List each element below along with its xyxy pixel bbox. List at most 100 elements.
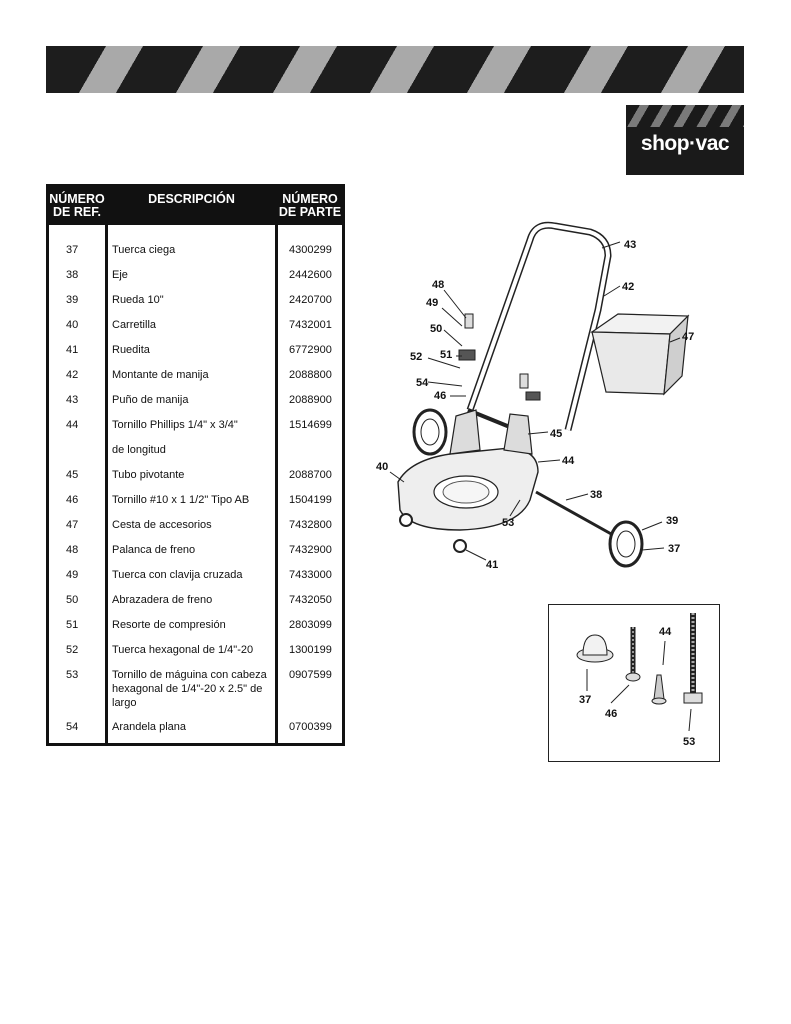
part-number-cell: 2088800 xyxy=(289,369,332,381)
part-number-cell: 1300199 xyxy=(289,644,332,656)
basket-side xyxy=(663,314,689,396)
callout-46: 46 xyxy=(434,390,446,402)
header-description: DESCRIPCIÓN xyxy=(108,187,275,225)
column-divider xyxy=(275,187,278,743)
part-ref-cell: 52 xyxy=(66,644,79,656)
right-wheel-hub xyxy=(616,530,636,558)
inset-leader-lines xyxy=(586,640,692,732)
callout-52: 52 xyxy=(410,351,422,363)
description-cell: Cesta de accesorios xyxy=(112,519,212,531)
part-ref-cell: 47 xyxy=(66,519,79,531)
part-ref-cell: 43 xyxy=(66,394,79,406)
right-wheel xyxy=(608,520,644,568)
bolt-53-head xyxy=(683,692,703,704)
caster-left xyxy=(399,513,413,527)
callout-54: 54 xyxy=(416,377,429,389)
callout-42: 42 xyxy=(622,281,634,293)
part-ref-cell: 50 xyxy=(66,594,79,606)
parts-table: NÚMERO DE REF. DESCRIPCIÓN NÚMERO DE PAR… xyxy=(46,184,345,746)
description-cell: Tornillo de máguina con cabeza hexagonal… xyxy=(112,669,267,709)
part-number-cell: 7432050 xyxy=(289,594,332,606)
description-cell: Eje xyxy=(112,269,128,281)
axle xyxy=(535,490,623,542)
description-cell: Tuerca con clavija cruzada xyxy=(112,569,243,581)
callout-40: 40 xyxy=(376,461,388,473)
description-cell: Puño de manija xyxy=(112,394,189,406)
header-part-number: NÚMERO DE PARTE xyxy=(278,187,342,225)
callout-44: 44 xyxy=(562,455,575,467)
description-cell: Arandela plana xyxy=(112,721,187,733)
part-ref-cell: 49 xyxy=(66,569,79,581)
part-number-cell: 2803099 xyxy=(289,619,332,631)
description-cell: Tornillo Phillips 1/4" x 3/4" xyxy=(112,419,238,431)
description-cell: Tornillo #10 x 1 1/2" Tipo AB xyxy=(112,494,250,506)
callout-44: 44 xyxy=(659,626,672,638)
part-ref-cell: 45 xyxy=(66,469,79,481)
part-number-cell: 0700399 xyxy=(289,721,332,733)
callout-51: 51 xyxy=(440,349,452,361)
description-cell: Tubo pivotante xyxy=(112,469,185,481)
callout-46: 46 xyxy=(605,708,617,720)
cap-nut-dome xyxy=(582,634,608,656)
part-ref-cell: 51 xyxy=(66,619,79,631)
screw-44-head xyxy=(651,697,667,705)
part-ref-cell: 44 xyxy=(66,419,79,431)
callout-53: 53 xyxy=(502,517,514,529)
part-number-cell: 7432900 xyxy=(289,544,332,556)
part-number-cell: 4300299 xyxy=(289,244,332,256)
description-cell: Montante de manija xyxy=(112,369,209,381)
part-ref-cell: 38 xyxy=(66,269,79,281)
description-cell: Abrazadera de freno xyxy=(112,594,213,606)
brake-clamp xyxy=(458,349,476,361)
part-ref-cell: 48 xyxy=(66,544,79,556)
part-ref-cell: 39 xyxy=(66,294,79,306)
callout-37: 37 xyxy=(668,543,680,555)
column-divider xyxy=(105,187,108,743)
callout-48: 48 xyxy=(432,279,444,291)
brake-clamp-right xyxy=(519,373,529,389)
header-banner xyxy=(46,46,744,93)
left-wheel xyxy=(412,408,448,456)
callout-41: 41 xyxy=(486,559,498,571)
part-ref-cell: 53 xyxy=(66,669,79,681)
screw-44-body xyxy=(653,674,665,700)
part-number-cell: 7433000 xyxy=(289,569,332,581)
description-cell: Ruedita xyxy=(112,344,150,356)
part-ref-cell: 40 xyxy=(66,319,79,331)
part-number-cell: 1504199 xyxy=(289,494,332,506)
part-number-cell: 7432800 xyxy=(289,519,332,531)
description-cell: Tuerca hexagonal de 1/4"-20 xyxy=(112,644,254,656)
cart-post-left xyxy=(449,409,481,455)
logo-stripes xyxy=(626,105,744,127)
cart-post-right xyxy=(503,413,533,455)
part-ref-cell: 37 xyxy=(66,244,79,256)
part-number-cell: 1514699 xyxy=(289,419,332,431)
callout-47: 47 xyxy=(682,331,694,343)
cart-base-inner xyxy=(442,480,490,504)
caster-front xyxy=(453,539,467,553)
screw-46-head xyxy=(625,672,641,682)
part-number-cell: 2088900 xyxy=(289,394,332,406)
part-number-cell: 2442600 xyxy=(289,269,332,281)
shop-vac-logo: shop·vac xyxy=(626,105,744,175)
part-number-cell: 6772900 xyxy=(289,344,332,356)
description-cell: Tuerca ciega xyxy=(112,244,176,256)
brake-spring xyxy=(525,391,541,401)
part-ref-cell: 46 xyxy=(66,494,79,506)
leader-lines xyxy=(389,241,681,561)
callout-45: 45 xyxy=(550,428,562,440)
part-ref-cell: 54 xyxy=(66,721,79,733)
handle-fill xyxy=(468,223,611,431)
part-ref-cell: 41 xyxy=(66,344,79,356)
left-wheel-hub xyxy=(420,418,440,446)
part-number-cell: 2088700 xyxy=(289,469,332,481)
callout-50: 50 xyxy=(430,323,442,335)
callout-49: 49 xyxy=(426,297,438,309)
brake-lever xyxy=(464,313,474,329)
callout-39: 39 xyxy=(666,515,678,527)
callout-38: 38 xyxy=(590,489,602,501)
